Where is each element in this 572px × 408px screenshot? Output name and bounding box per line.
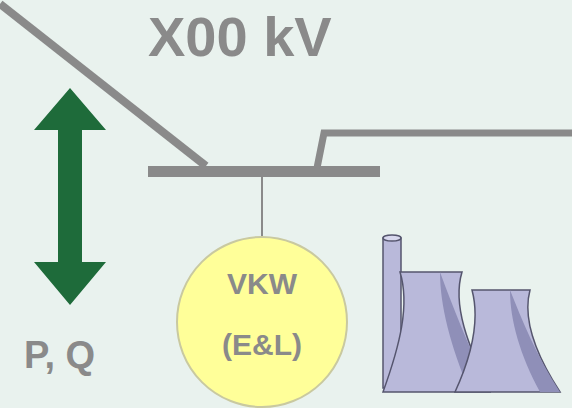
voltage-label: X00 kV [148,4,332,69]
power-flow-arrow [34,88,106,305]
outgoing-line [317,133,572,168]
node-text: (E&L) [178,328,346,362]
power-plant-icon [383,235,560,392]
feeder-line [261,177,263,238]
node-text: VKW [178,267,346,301]
generator-circle: VKW (E&L) [176,236,348,408]
power-label: P, Q [24,334,95,377]
busbar [148,166,380,177]
